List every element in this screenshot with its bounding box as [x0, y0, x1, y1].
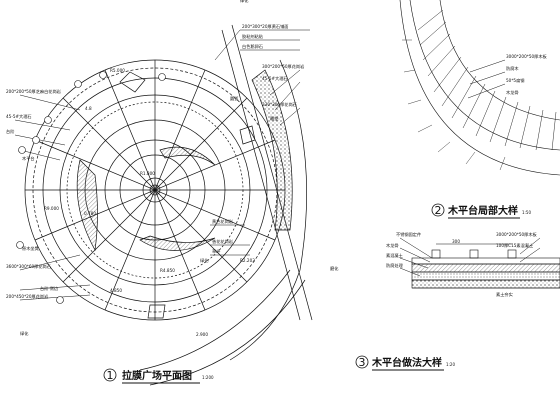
dimension-label: R5.000	[110, 68, 125, 73]
plan-label: 胶粘剂粘贴	[242, 33, 263, 40]
deck-detail	[399, 0, 560, 176]
deck-label: 50*5扁钢	[506, 77, 524, 84]
path-curve	[139, 269, 291, 371]
title-text: 木平台局部大样	[447, 204, 518, 217]
section-concrete-layer	[411, 271, 560, 281]
deck-arc-inner	[409, 0, 560, 151]
dimension-label: R1.800	[140, 171, 155, 176]
plan-label: 草坪	[212, 248, 220, 255]
dimension-label: R2.203	[240, 258, 255, 263]
plan-label: 3600*300*60厚花岗石	[6, 263, 51, 270]
dimension-label: 0.780	[84, 211, 96, 216]
deck-edge-boards	[402, 39, 506, 171]
section-joist-layer	[411, 263, 560, 273]
plan-label: 200*300*20厚黄石铺面	[242, 23, 288, 30]
plan-label: 300*200*60厚花岗岩	[262, 63, 304, 70]
deck-section	[411, 243, 560, 289]
step-wedge	[147, 304, 166, 319]
plan-label: 白色鹅卵石	[242, 43, 263, 50]
plan-label: 圆弧	[230, 95, 239, 102]
hatched-planter-top	[159, 146, 216, 166]
section-gravel-layer	[411, 279, 560, 289]
section-label: 300	[452, 239, 460, 244]
plan-label: 45-5#大理石	[262, 75, 288, 82]
deck-arc-outer	[399, 0, 560, 176]
title-scale: 1:20	[446, 362, 455, 367]
plan-label: 香花花岗岩	[212, 238, 233, 245]
dimension-label: 4.850	[110, 288, 122, 293]
dimension-labels: R5.000 4.8 R1.800 R9.000 R2.203 0.780 2.…	[44, 68, 255, 337]
section-joist	[431, 249, 441, 259]
dimension-label: 2.900	[196, 332, 208, 337]
section-label: 不锈钢固定件	[396, 231, 421, 238]
path-edge-line	[221, 29, 301, 321]
plan-label: 45-5#大理石	[6, 113, 32, 120]
plan-label: 台阶	[6, 128, 15, 135]
path-curve	[149, 279, 306, 386]
plan-label: 230*300厚花岗石	[262, 101, 297, 108]
step-wedge	[119, 71, 146, 93]
plan-label: 磨化	[330, 265, 339, 272]
deck-method-title: 3 木平台做法大样 1:20	[355, 355, 455, 371]
plan-title: 1 拉膜广场平面图 1:200	[103, 368, 214, 384]
plan-label: 黄色花岗岩	[212, 218, 233, 225]
outer-curve	[229, 59, 308, 361]
deck-arc-mid	[439, 0, 560, 121]
deck-detail-title: 2 木平台局部大样 1:50	[431, 203, 531, 219]
dimension-label: R4.850	[160, 268, 175, 273]
gravel-band	[251, 69, 293, 231]
plan-label: 原木坐凳	[22, 245, 40, 252]
deck-boards	[417, 9, 557, 151]
plan-label: 雕塑	[270, 115, 278, 122]
path-edge-line	[231, 24, 313, 321]
step-wedge	[239, 125, 256, 145]
title-number-circle	[103, 368, 117, 382]
plan-label: 台阶·侧边	[40, 285, 59, 292]
plan-label: 200*200*50厚芝麻白花岗岩	[6, 88, 61, 95]
section-label: 100厚C15素混凝土	[496, 242, 533, 249]
section-label: 素混凝土	[386, 252, 403, 259]
dimension-label: 4.8	[85, 106, 92, 111]
plaza-plan	[24, 24, 313, 386]
section-label: 素土夯实	[496, 291, 513, 298]
title-number: 3	[359, 356, 366, 369]
plan-label: 绿化	[200, 257, 209, 264]
deck-leaders	[467, 59, 506, 99]
hatched-planter-left	[76, 159, 98, 252]
deck-label: 木龙骨	[506, 89, 519, 96]
title-number-circle	[431, 203, 445, 217]
deck-label: 3000*200*50厚木板	[506, 53, 548, 60]
section-label: 木龙骨	[386, 242, 399, 249]
section-label: 防腐处理	[386, 262, 404, 269]
deck-label: 防腐木	[506, 65, 519, 72]
title-text: 木平台做法大样	[371, 356, 442, 369]
section-board-layer	[411, 257, 560, 265]
plan-label: 绿化	[20, 330, 29, 337]
plan-labels: 200*300*20厚黄石铺面 胶粘剂粘贴 白色鹅卵石 300*200*60厚花…	[6, 0, 339, 337]
title-scale: 1:50	[522, 210, 531, 215]
radial-line	[104, 69, 206, 311]
plan-label: 绿化	[240, 0, 249, 4]
callout-markers	[16, 71, 166, 304]
title-text: 拉膜广场平面图	[122, 369, 192, 382]
section-joist	[469, 249, 479, 259]
hatched-planter-bottom	[139, 235, 216, 251]
leader-lines	[14, 29, 310, 301]
section-joist	[507, 249, 517, 259]
title-number: 1	[107, 369, 114, 382]
section-label: 3000*200*50厚木板	[496, 231, 538, 238]
section-labels: 不锈钢固定件 3000*200*50厚木板 木龙骨 素混凝土 防腐处理 300 …	[386, 231, 538, 298]
dimension-label: R9.000	[44, 206, 59, 211]
deck-labels: 3000*200*50厚木板 防腐木 50*5扁钢 木龙骨	[506, 53, 548, 96]
section-leaders	[399, 237, 541, 277]
title-number-circle	[355, 355, 369, 369]
plan-label: 木平台	[22, 155, 35, 162]
title-scale: 1:200	[202, 375, 214, 380]
plan-label: 200*450*20厚花岗岩	[6, 293, 48, 300]
title-number: 2	[435, 204, 442, 217]
